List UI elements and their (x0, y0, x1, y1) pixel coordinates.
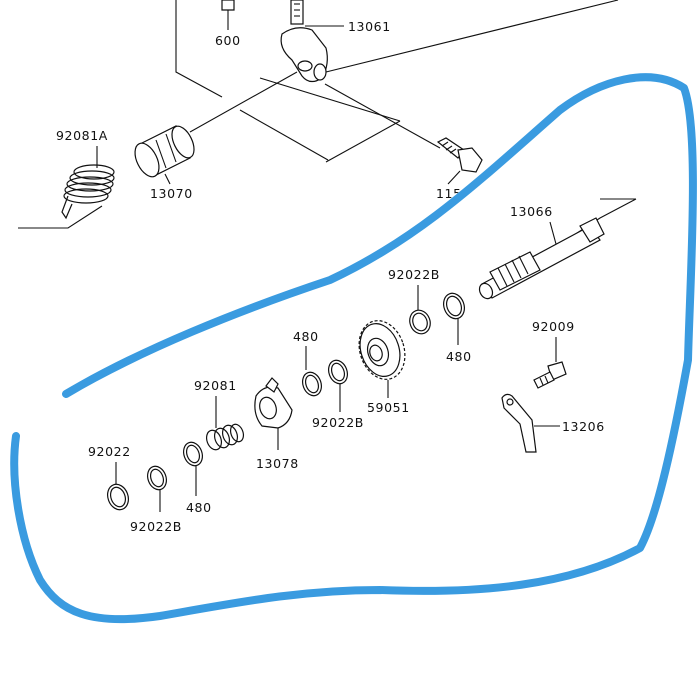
label-480-right: 480 (446, 349, 472, 364)
label-92081: 92081 (194, 378, 237, 393)
hand-drawn-annotation-loop (10, 73, 697, 624)
part-13070: 13070 (134, 125, 195, 201)
upper-frame-lines (18, 0, 637, 257)
label-59051: 59051 (367, 400, 410, 415)
part-92022B-mid: 92022B (312, 359, 364, 430)
part-13066: 13066 (478, 204, 605, 300)
part-92009: 92009 (532, 319, 575, 389)
part-92022: 92022 (88, 444, 131, 511)
label-92022B-mid: 92022B (312, 415, 364, 430)
part-92022B-low: 92022B (130, 465, 182, 534)
label-92081A: 92081A (56, 128, 108, 143)
part-480-mid: 480 (293, 329, 323, 397)
part-92081: 92081 (194, 378, 245, 451)
part-92081A: 92081A (56, 128, 115, 220)
part-480-right: 480 (443, 292, 472, 364)
label-13061: 13061 (348, 19, 391, 34)
part-13078: 13078 (254, 377, 299, 471)
label-13206: 13206 (562, 419, 605, 434)
part-600: 600 (215, 0, 241, 48)
part-115: 115 (436, 137, 483, 201)
part-480-low: 480 (182, 441, 212, 515)
label-13070: 13070 (150, 186, 193, 201)
label-92022B-low: 92022B (130, 519, 182, 534)
label-480-low: 480 (186, 500, 212, 515)
label-92022: 92022 (88, 444, 131, 459)
part-13206: 13206 (501, 393, 605, 453)
label-13078: 13078 (256, 456, 299, 471)
part-59051: 59051 (358, 320, 410, 415)
label-480-mid: 480 (293, 329, 319, 344)
part-13061: 13061 (280, 0, 391, 83)
part-92022B-top: 92022B (388, 267, 440, 335)
label-92009: 92009 (532, 319, 575, 334)
label-600: 600 (215, 33, 241, 48)
label-92022B-top: 92022B (388, 267, 440, 282)
label-13066: 13066 (510, 204, 553, 219)
